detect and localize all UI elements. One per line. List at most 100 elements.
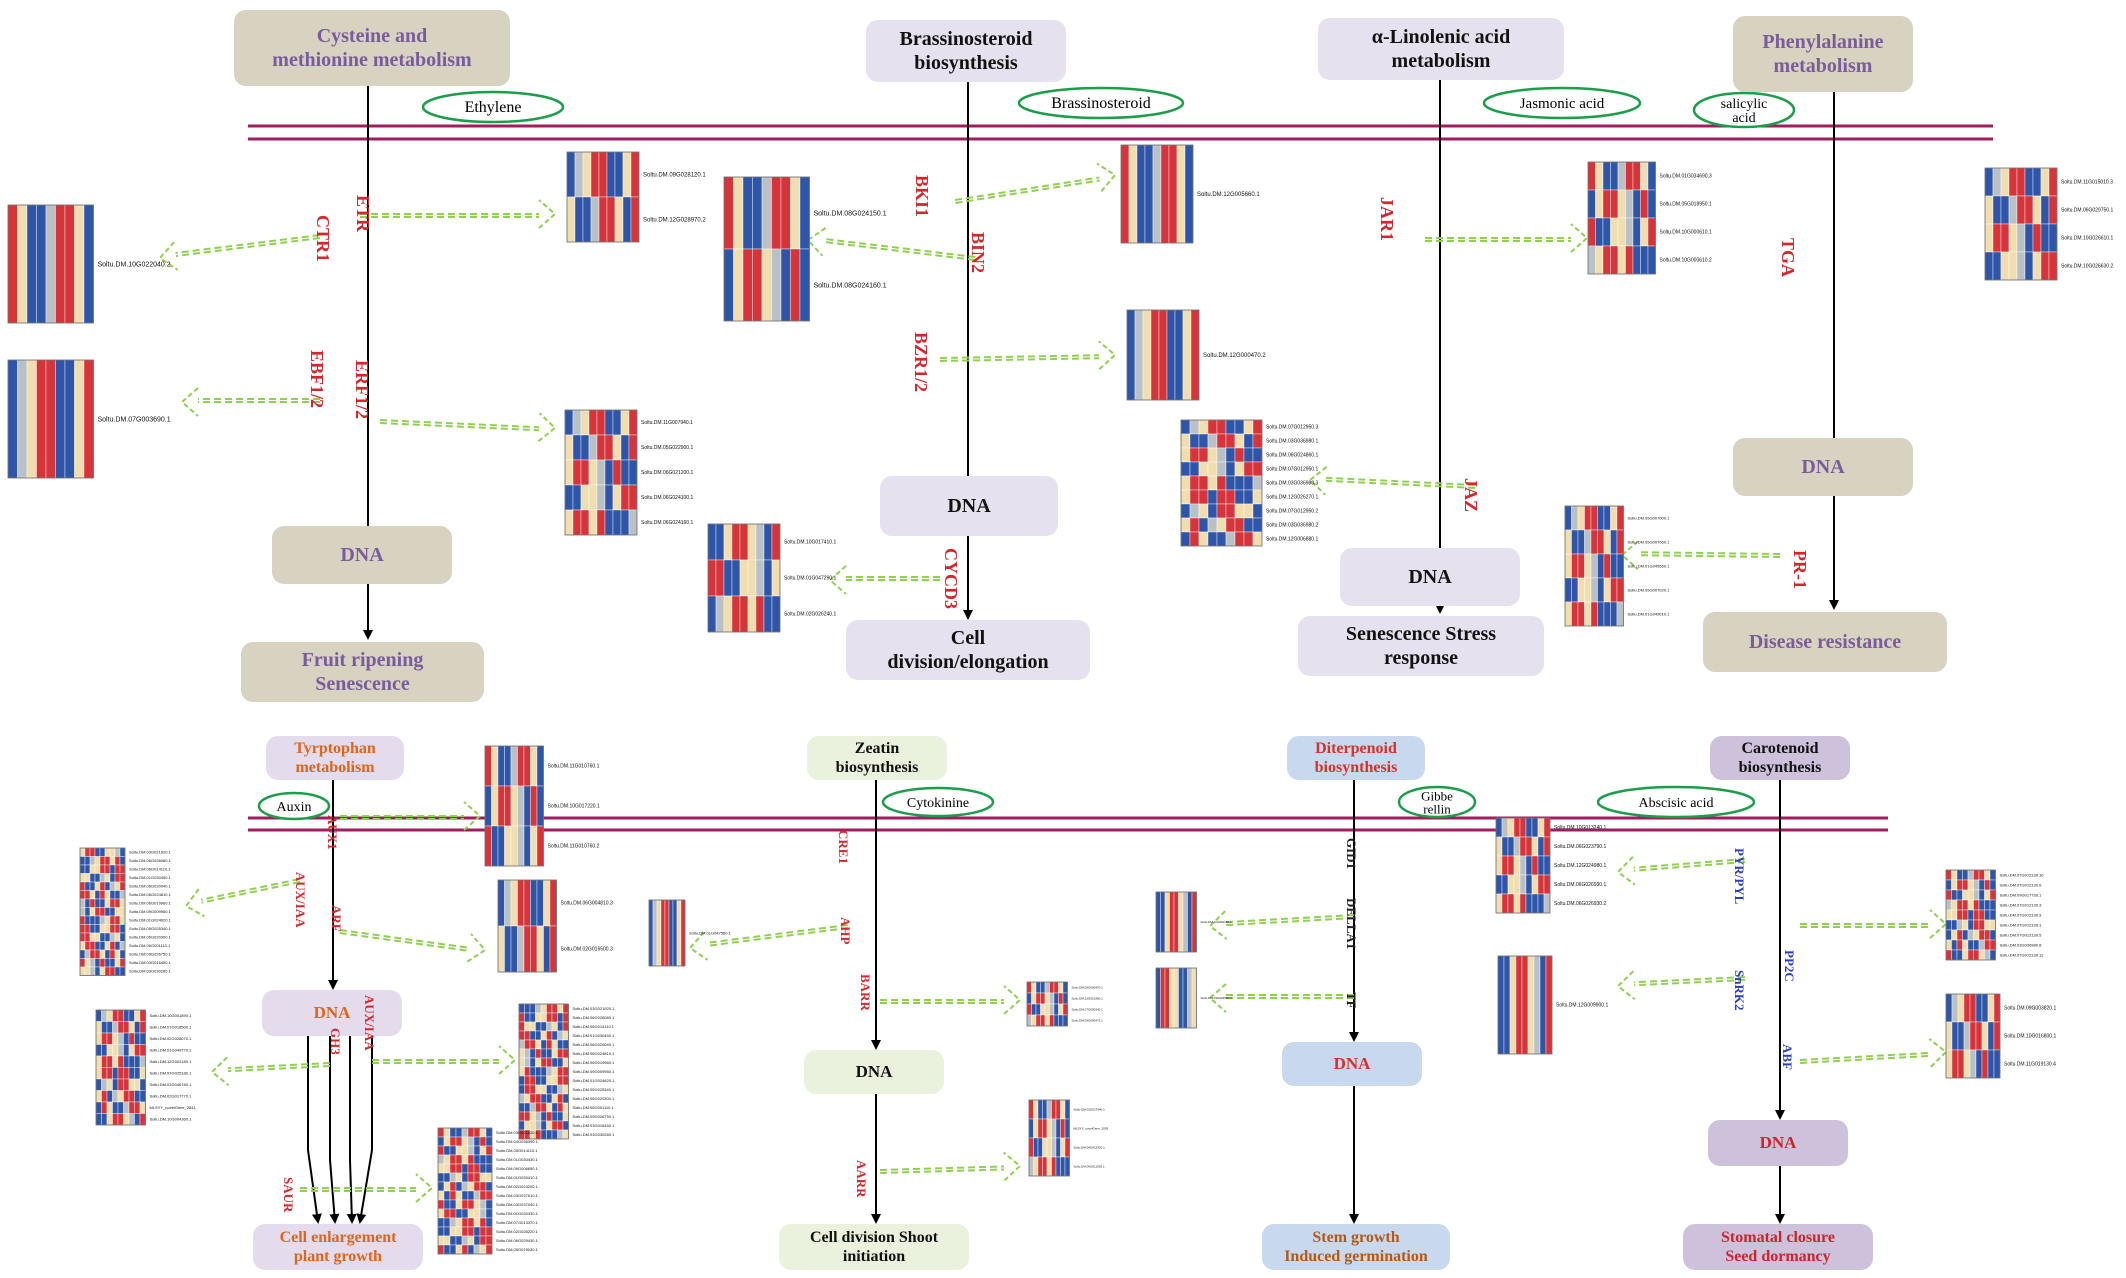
heatmap-cell	[790, 176, 801, 250]
heatmap-cell	[540, 1039, 547, 1050]
heatmap-cell	[1951, 949, 1958, 961]
heatmap-cell	[437, 1190, 445, 1201]
heatmap-cell	[1969, 1049, 1977, 1079]
heatmap-cell	[536, 785, 544, 827]
heatmap-row-label: Soltu.DM.06G026930.2	[1554, 901, 1606, 907]
heatmap-cell	[1640, 245, 1649, 275]
heatmap-cell	[1640, 189, 1649, 219]
heatmap-cell	[1198, 433, 1209, 449]
heatmap-cell	[1513, 855, 1521, 876]
heatmap-cell	[723, 523, 733, 561]
heatmap-cell	[524, 1075, 531, 1086]
heatmap-cell	[1053, 1014, 1059, 1027]
heatmap-cell	[596, 459, 606, 486]
heatmap-row-label: Soltu.DM.07G012130.10	[2000, 872, 2045, 877]
heatmap-cell	[1049, 1014, 1055, 1027]
heatmap-cell	[84, 924, 91, 934]
heatmap-cell	[562, 1066, 569, 1077]
heatmap-cell	[1584, 601, 1592, 627]
heatmap-cell	[1951, 919, 1958, 931]
heatmap-cell	[1040, 981, 1046, 994]
salicylic-acid-hormone-label: salicylic	[1721, 97, 1768, 112]
heatmap-cell	[1962, 909, 1969, 921]
heatmap-cell	[1164, 967, 1170, 1029]
heatmap-cell	[1501, 836, 1509, 857]
gene-label-bki1: BKI1	[912, 175, 932, 218]
gene-label-cycd3: CYCD3	[941, 548, 961, 609]
heatmap-cell	[628, 409, 638, 436]
heatmap-cell	[780, 248, 791, 322]
heatmap-cell	[455, 1244, 463, 1255]
heatmap-row-label: Soltu.DM.12G024980.1	[1554, 863, 1606, 869]
heatmap-cell	[1062, 1003, 1068, 1016]
heatmap-cell	[557, 1048, 564, 1059]
heatmap-cell	[139, 1090, 146, 1103]
heatmap-row-label: Soltu.DM.06G026930.1	[1554, 882, 1606, 888]
heatmap-abf: Soltu.DM.09G003820.1Soltu.DM.10G016800.1…	[1945, 993, 2056, 1079]
heatmap-cell	[504, 825, 512, 867]
heatmap-cell	[535, 1075, 542, 1086]
heatmap-cell	[535, 1093, 542, 1104]
heatmap-row-label: Soltu.DM.07G012130.6	[2000, 882, 2043, 887]
heatmap-cell	[517, 745, 525, 787]
heatmap-cell	[89, 898, 96, 908]
cytokinine-hormone-ellipse	[881, 786, 995, 818]
heatmap-cell	[112, 1021, 119, 1034]
heatmap-cell	[94, 932, 101, 942]
heatmap-cell	[1525, 874, 1533, 895]
heatmap-cell	[1207, 433, 1218, 449]
heatmap-cell	[546, 1084, 553, 1095]
heatmap-cell	[443, 1127, 451, 1138]
heatmap-cell	[1055, 1137, 1061, 1158]
arrow-della	[1225, 917, 1355, 927]
heatmap-cell	[1189, 447, 1200, 463]
heatmap-row-label: Soltu.DM.12G009900.1	[1556, 1003, 1608, 1009]
heatmap-row-label: Soltu.DM.06G024810.1	[129, 892, 172, 897]
dna-box-jasmonic: DNA	[1340, 548, 1520, 606]
heatmap-cell	[1951, 889, 1958, 901]
heatmap-cell	[83, 204, 94, 324]
heatmap-cell	[1155, 891, 1161, 953]
auxin-hormone-ellipse	[257, 791, 331, 821]
heatmap-cell	[1987, 1049, 1995, 1079]
heatmap-row-label: Soltu.DM.03G016450.1	[573, 1123, 616, 1128]
heatmap-cell	[540, 1057, 547, 1068]
heatmap-cell	[117, 1055, 124, 1068]
heatmap-cell	[55, 204, 66, 324]
heatmap-cell	[524, 1102, 531, 1113]
heatmap-auxiaa: Soltu.DM.03G021920.1Soltu.DM.06G026080.1…	[79, 847, 172, 976]
heatmap-cell	[723, 595, 733, 633]
heatmap-cell	[89, 958, 96, 968]
heatmap-frame	[1564, 505, 1624, 627]
heatmap-cell	[1951, 869, 1958, 881]
heatmap-cell	[134, 1055, 141, 1068]
heatmap-cell	[1037, 1118, 1043, 1139]
arrow-bin2-line2	[824, 237, 976, 259]
heatmap-cell	[1040, 992, 1046, 1005]
heatmap-cell	[535, 1066, 542, 1077]
heatmap-cell	[443, 1235, 451, 1246]
heatmap-cell	[524, 1012, 531, 1023]
heatmap-cell	[1051, 1137, 1057, 1158]
heatmap-cell	[2032, 167, 2042, 197]
heatmap-cell	[94, 856, 101, 866]
heatmap-cell	[119, 915, 126, 925]
heatmap-aarr: Soltu.DM.02G027940.1MLSYY_novelGene_2093…	[1028, 1099, 1109, 1177]
heatmap-cell	[117, 1078, 124, 1091]
heatmap-cell	[119, 949, 126, 959]
heatmap-cell	[94, 881, 101, 891]
heatmap-cell	[1640, 161, 1649, 191]
heatmap-cell	[467, 1127, 475, 1138]
heatmap-row-label: Soltu.DM.07G025180.1	[150, 1071, 193, 1076]
heatmap-cell	[1189, 419, 1200, 435]
heatmap-cell	[1984, 167, 1994, 197]
heatmap-cell	[529, 1120, 536, 1131]
heatmap-row-label: Soltu.DM.03G036980.2	[1266, 523, 1318, 529]
heatmap-cell	[1945, 909, 1952, 921]
heatmap-cell	[518, 1039, 525, 1050]
heatmap-cell	[1984, 899, 1991, 911]
heatmap-cell	[109, 932, 116, 942]
heatmap-cell	[1049, 992, 1055, 1005]
